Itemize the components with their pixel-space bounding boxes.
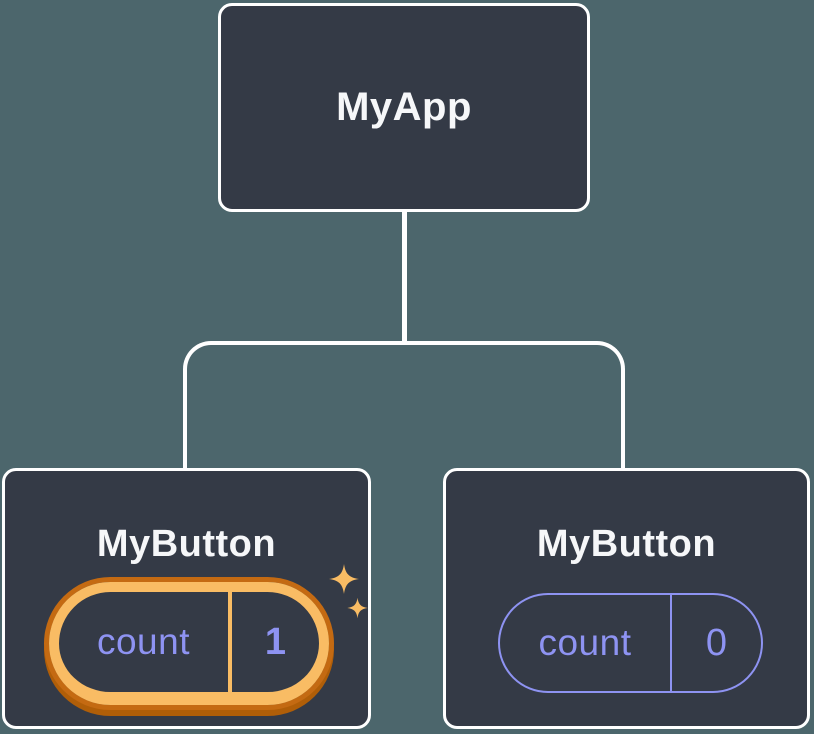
child-node-left: MyButton count 1 — [2, 468, 371, 729]
state-pill-highlighted: count 1 — [49, 582, 329, 705]
state-key-label: count — [500, 595, 672, 691]
child-node-label: MyButton — [536, 523, 717, 565]
connector-stem — [402, 211, 407, 345]
state-pill: count 0 — [498, 593, 763, 693]
sparkles-icon — [329, 564, 368, 619]
state-value: 1 — [264, 620, 287, 663]
child-node-label: MyButton — [96, 523, 277, 565]
child-node-right: MyButton count 0 — [443, 468, 810, 729]
state-key-label: count — [59, 592, 232, 692]
root-node: MyApp — [218, 3, 590, 212]
root-node-label: MyApp — [336, 85, 472, 129]
state-value: 0 — [705, 621, 728, 664]
connector-branch — [183, 341, 625, 469]
